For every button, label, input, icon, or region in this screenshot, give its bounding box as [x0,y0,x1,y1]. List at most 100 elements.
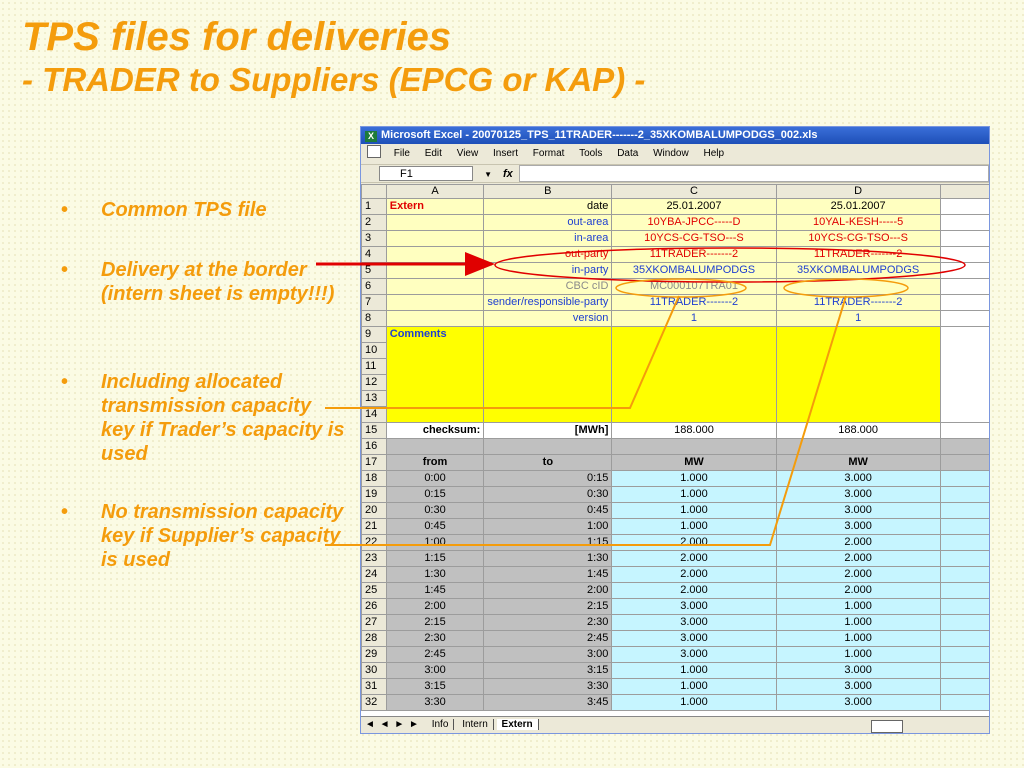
value-c[interactable]: 1.000 [611,662,777,679]
value-c[interactable]: 1.000 [611,678,777,695]
menu-file[interactable]: File [393,148,410,159]
value-c[interactable]: 2.000 [611,566,777,583]
row-header[interactable]: 31 [361,678,387,695]
row-header[interactable]: 32 [361,694,387,711]
row-header[interactable]: 16 [361,438,387,455]
row-header[interactable]: 27 [361,614,387,631]
to-cell[interactable]: 0:15 [483,470,613,487]
row-header[interactable]: 25 [361,582,387,599]
value-d[interactable]: 1.000 [775,598,941,615]
value-d[interactable]: 2.000 [775,534,941,551]
from-cell[interactable]: 1:00 [385,534,485,551]
cell-e[interactable] [939,246,989,263]
row-header[interactable]: 26 [361,598,387,615]
from-cell[interactable]: 1:15 [385,550,485,567]
cell-c[interactable]: 1 [611,310,777,327]
cell-d[interactable] [775,278,941,295]
row-header[interactable]: 20 [361,502,387,519]
row-header[interactable]: 14 [361,406,387,423]
value-c[interactable]: 1.000 [611,502,777,519]
comments-label[interactable]: Comments [385,326,485,423]
from-cell[interactable]: 2:30 [385,630,485,647]
cell-c[interactable]: 10YBA-JPCC-----D [611,214,777,231]
value-d[interactable]: 1.000 [775,614,941,631]
cell-e[interactable] [939,582,989,599]
cell-e[interactable] [939,566,989,583]
cell-c[interactable]: 11TRADER-------2 [611,294,777,311]
unit-c[interactable]: MW [611,454,777,471]
row-header[interactable]: 8 [361,310,387,327]
menu-edit[interactable]: Edit [424,148,442,159]
cell-e[interactable] [939,294,989,311]
from-cell[interactable]: 0:45 [385,518,485,535]
value-d[interactable]: 3.000 [775,678,941,695]
row-header[interactable]: 28 [361,630,387,647]
unit-d[interactable]: MW [775,454,941,471]
menu-insert[interactable]: Insert [492,148,518,159]
value-d[interactable]: 3.000 [775,502,941,519]
menu-format[interactable]: Format [532,148,565,159]
from-cell[interactable]: 1:45 [385,582,485,599]
from-cell[interactable]: 1:30 [385,566,485,583]
cell-e[interactable] [939,694,989,711]
cell-e[interactable] [939,550,989,567]
from-cell[interactable]: 3:15 [385,678,485,695]
cell-b[interactable]: out-party [483,246,613,263]
column-header-a[interactable]: A [385,184,485,199]
checksum-label[interactable]: checksum: [385,422,485,439]
row-header[interactable]: 24 [361,566,387,583]
value-c[interactable]: 2.000 [611,582,777,599]
value-d[interactable]: 2.000 [775,550,941,567]
cell-d[interactable]: 1 [775,310,941,327]
to-cell[interactable]: 2:00 [483,582,613,599]
cell-b[interactable]: in-area [483,230,613,247]
cell-e[interactable] [939,614,989,631]
row-header[interactable]: 12 [361,374,387,391]
value-c[interactable]: 3.000 [611,614,777,631]
from-cell[interactable]: 0:15 [385,486,485,503]
cell-e[interactable] [939,678,989,695]
cell-e[interactable] [939,470,989,487]
cell-c[interactable]: MC000107TRA01 [611,278,777,295]
checksum-unit[interactable]: [MWh] [483,422,613,439]
cell-c[interactable] [611,326,777,423]
cell-e[interactable] [939,262,989,279]
menu-tools[interactable]: Tools [579,148,603,159]
value-d[interactable]: 3.000 [775,518,941,535]
value-d[interactable]: 3.000 [775,694,941,711]
row-header[interactable]: 15 [361,422,387,439]
cell-a[interactable] [385,246,485,263]
sheet-tab-intern[interactable]: Intern [457,719,494,730]
row-header[interactable]: 6 [361,278,387,295]
cell-d[interactable]: 25.01.2007 [775,198,941,215]
to-cell[interactable]: 2:45 [483,630,613,647]
workbook-icon[interactable] [367,145,381,158]
to-cell[interactable]: 0:45 [483,502,613,519]
cell-e[interactable] [939,214,989,231]
cell-a[interactable] [385,214,485,231]
to-cell[interactable]: 1:15 [483,534,613,551]
value-d[interactable]: 3.000 [775,486,941,503]
name-box[interactable]: F1 ▼ [379,166,492,181]
cell-a[interactable] [385,278,485,295]
row-header[interactable]: 18 [361,470,387,487]
cell-e[interactable] [939,438,989,455]
cell-a[interactable] [385,294,485,311]
cell-b[interactable]: CBC cID [483,278,613,295]
from-cell[interactable]: 0:30 [385,502,485,519]
cell-d[interactable]: 35XKOMBALUMPODGS [775,262,941,279]
value-c[interactable]: 1.000 [611,518,777,535]
sheet-tab-extern[interactable]: Extern [496,719,539,730]
cell-b[interactable]: out-area [483,214,613,231]
row-header[interactable]: 7 [361,294,387,311]
row-header[interactable]: 22 [361,534,387,551]
column-header-e[interactable] [939,184,989,199]
from-cell[interactable]: 3:00 [385,662,485,679]
to-cell[interactable]: 1:30 [483,550,613,567]
cell-d[interactable]: 10YCS-CG-TSO---S [775,230,941,247]
row-header[interactable]: 17 [361,454,387,471]
cell-d[interactable]: 11TRADER-------2 [775,246,941,263]
row-header[interactable]: 5 [361,262,387,279]
cell-e[interactable] [939,198,989,215]
row-header[interactable]: 30 [361,662,387,679]
